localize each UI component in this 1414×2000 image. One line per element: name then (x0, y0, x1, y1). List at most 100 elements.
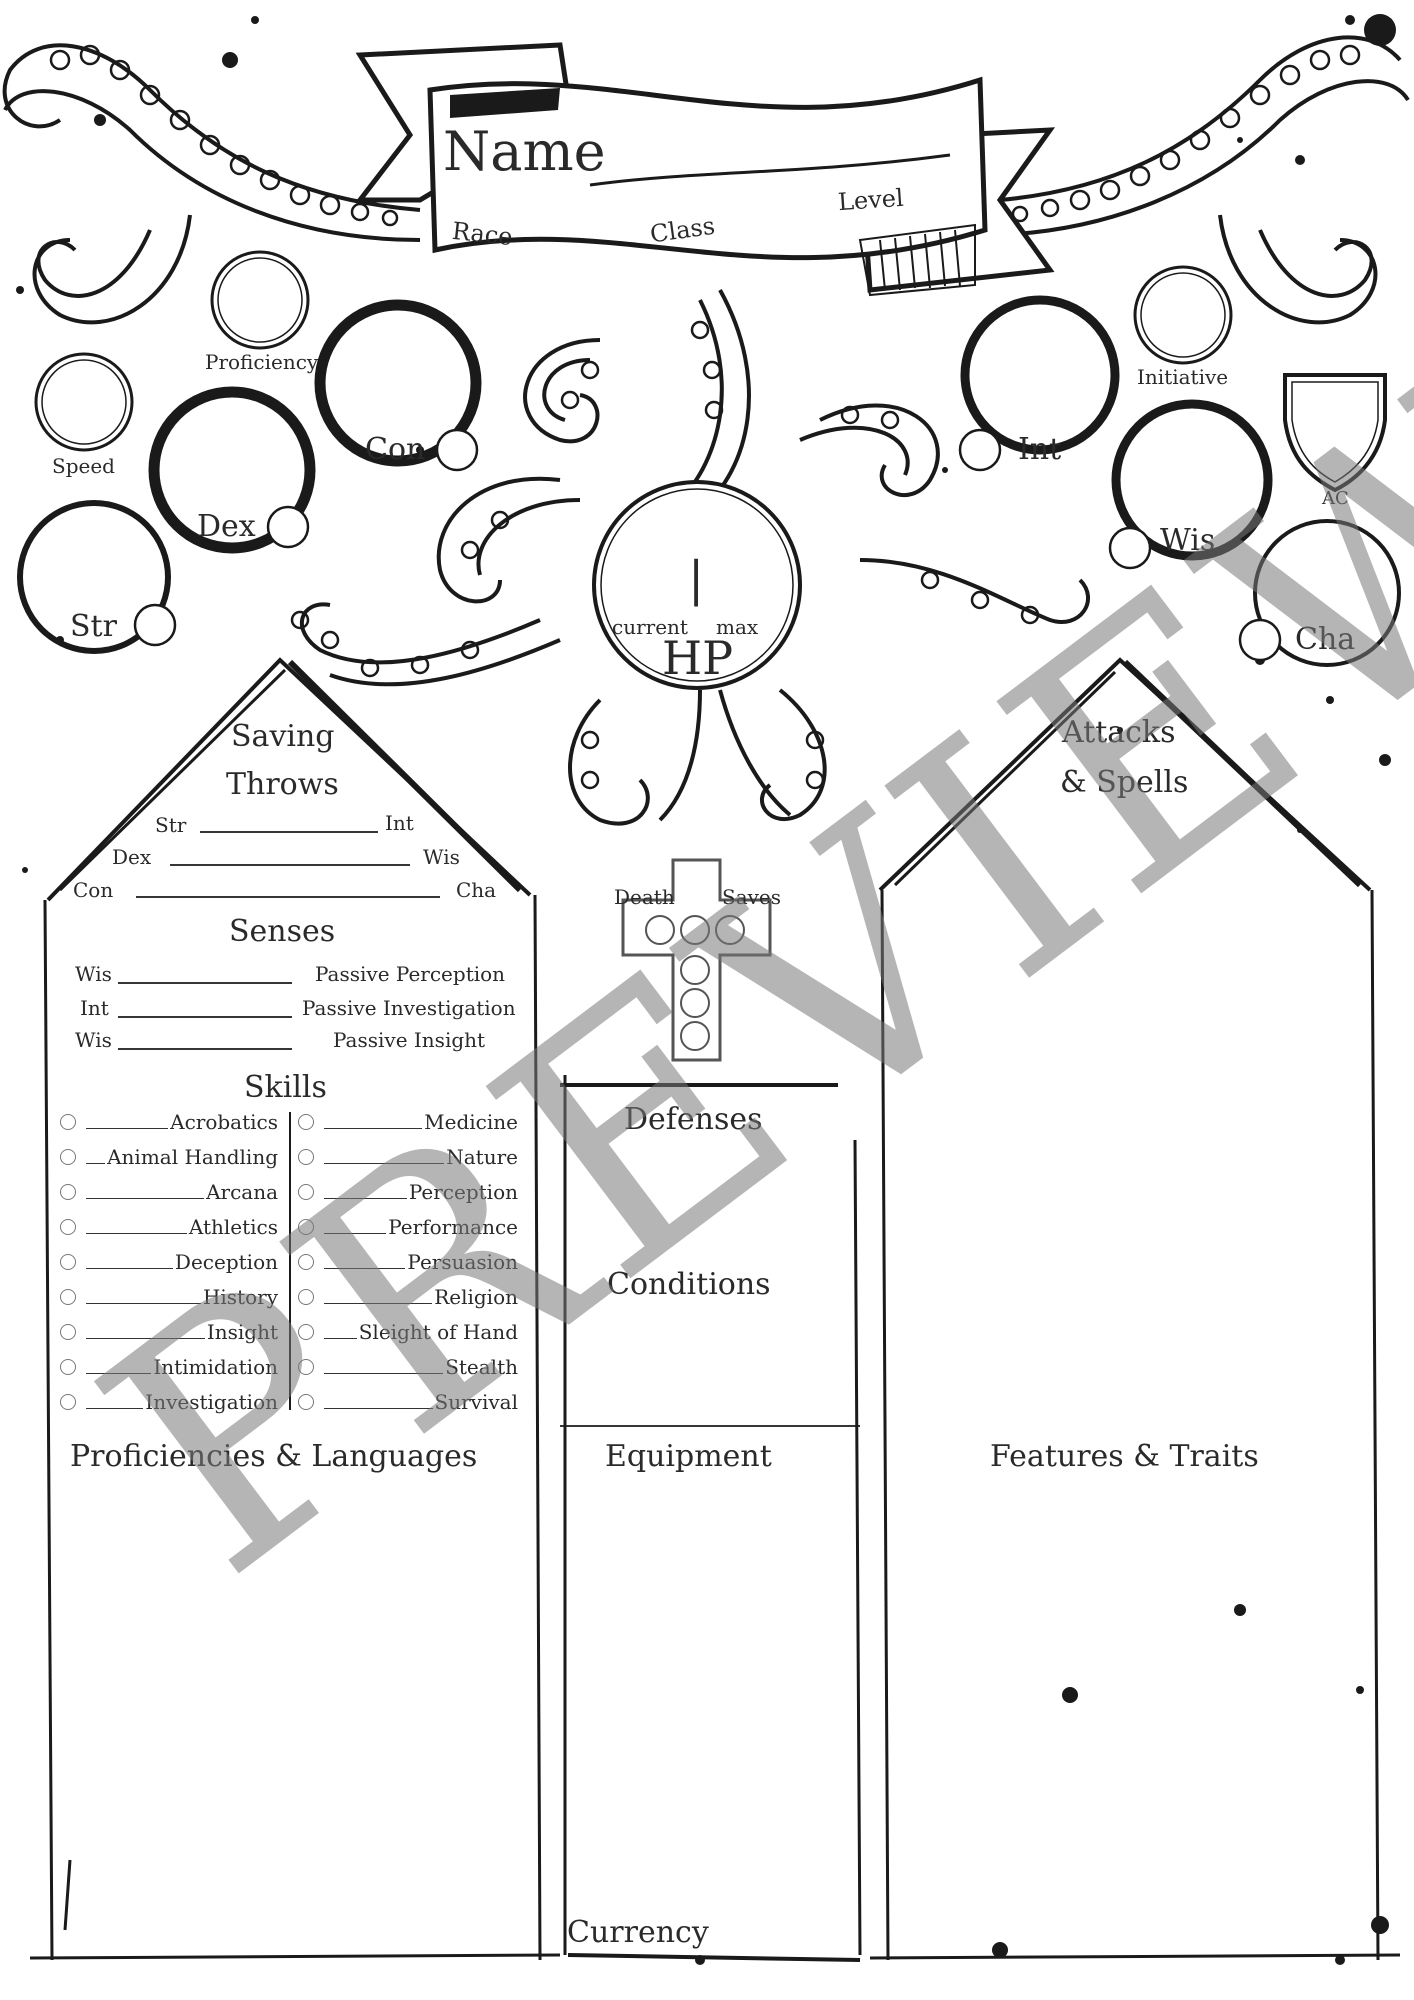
skill-row[interactable]: Sleight of Hand (298, 1322, 518, 1342)
skill-row[interactable]: Acrobatics (60, 1112, 278, 1132)
proficiency-checkbox[interactable] (298, 1289, 314, 1305)
proficiencies-languages-title: Proficiencies & Languages (70, 1439, 478, 1474)
skill-row[interactable]: Performance (298, 1217, 518, 1237)
sense-ability: Int (80, 996, 109, 1020)
skill-modifier-line (324, 1301, 433, 1304)
equipment-title: Equipment (605, 1439, 772, 1474)
proficiency-checkbox[interactable] (60, 1289, 76, 1305)
proficiency-checkbox[interactable] (60, 1254, 76, 1270)
proficiencies-field[interactable] (60, 1480, 525, 1940)
sense-ability: Wis (75, 1028, 112, 1052)
skill-row[interactable]: Medicine (298, 1112, 518, 1132)
skill-modifier-line (86, 1336, 205, 1339)
conditions-field[interactable] (575, 1305, 850, 1415)
skill-label: Investigation (145, 1390, 278, 1414)
skill-row[interactable]: Perception (298, 1182, 518, 1202)
skill-modifier-line (324, 1126, 423, 1129)
underline-rules (118, 831, 860, 1427)
proficiency-checkbox[interactable] (298, 1219, 314, 1235)
skill-row[interactable]: Athletics (60, 1217, 278, 1237)
save-str-label: Str (155, 813, 187, 837)
skill-row[interactable]: Intimidation (60, 1357, 278, 1377)
hp-label: HP (662, 631, 734, 685)
int-label: Int (1018, 432, 1062, 467)
skill-modifier-line (86, 1196, 205, 1199)
str-label: Str (70, 609, 117, 644)
proficiency-checkbox[interactable] (60, 1219, 76, 1235)
level-label: Level (837, 183, 905, 217)
attacks-spells-title-2: & Spells (1060, 765, 1189, 800)
death-saves-cross (621, 858, 772, 1062)
defenses-field[interactable] (575, 1140, 850, 1260)
ac-label: AC (1322, 488, 1349, 509)
skill-modifier-line (86, 1231, 187, 1234)
death-saves-label-right: Saves (722, 885, 782, 909)
proficiency-checkbox[interactable] (298, 1114, 314, 1130)
skill-label: Arcana (206, 1180, 278, 1204)
saving-throws-title-2: Throws (226, 767, 339, 802)
wis-label: Wis (1160, 523, 1216, 558)
save-con-label: Con (73, 878, 114, 902)
attacks-spells-field[interactable] (895, 820, 1365, 1420)
skill-row[interactable]: Arcana (60, 1182, 278, 1202)
equipment-field[interactable] (575, 1480, 850, 1900)
proficiency-checkbox[interactable] (298, 1184, 314, 1200)
skill-row[interactable]: Persuasion (298, 1252, 518, 1272)
features-traits-field[interactable] (895, 1480, 1365, 1940)
skill-label: Nature (446, 1145, 518, 1169)
hp-current-label: current (612, 615, 688, 639)
hp-current-field[interactable] (615, 545, 685, 605)
proficiency-checkbox[interactable] (298, 1359, 314, 1375)
skill-row[interactable]: Religion (298, 1287, 518, 1307)
proficiency-checkbox[interactable] (60, 1114, 76, 1130)
save-wis-label: Wis (423, 845, 460, 869)
skill-modifier-line (324, 1196, 407, 1199)
proficiency-checkbox[interactable] (60, 1184, 76, 1200)
defenses-title: Defenses (624, 1102, 763, 1137)
proficiency-checkbox[interactable] (298, 1394, 314, 1410)
currency-title: Currency (567, 1915, 709, 1950)
skill-label: Perception (408, 1180, 518, 1204)
proficiency-checkbox[interactable] (298, 1149, 314, 1165)
name-banner (354, 42, 1056, 297)
skill-row[interactable]: Animal Handling (60, 1147, 278, 1167)
save-dex-label: Dex (112, 845, 152, 869)
hp-max-label: max (716, 615, 759, 639)
skill-row[interactable]: Insight (60, 1322, 278, 1342)
skill-label: Animal Handling (107, 1145, 278, 1169)
proficiency-label: Proficiency (205, 350, 319, 374)
skill-label: History (202, 1285, 278, 1309)
hp-max-field[interactable] (710, 545, 780, 605)
proficiency-checkbox[interactable] (298, 1254, 314, 1270)
skill-row[interactable]: Stealth (298, 1357, 518, 1377)
skill-row[interactable]: Deception (60, 1252, 278, 1272)
skill-label: Religion (434, 1285, 518, 1309)
octopus-decoration (290, 289, 1091, 826)
skill-label: Deception (174, 1250, 278, 1274)
attacks-spells-title: Attacks (1062, 715, 1176, 750)
hp-circle (592, 480, 802, 690)
skill-row[interactable]: History (60, 1287, 278, 1307)
save-int-label: Int (385, 811, 414, 835)
skill-label: Stealth (445, 1355, 518, 1379)
skill-label: Survival (434, 1390, 518, 1414)
skill-modifier-line (324, 1371, 444, 1374)
skill-label: Performance (388, 1215, 518, 1239)
skill-modifier-line (324, 1231, 387, 1234)
skill-row[interactable]: Survival (298, 1392, 518, 1412)
skill-modifier-line (324, 1406, 433, 1409)
features-traits-title: Features & Traits (990, 1439, 1259, 1474)
name-field[interactable] (590, 120, 970, 180)
skill-row[interactable]: Nature (298, 1147, 518, 1167)
proficiency-checkbox[interactable] (60, 1324, 76, 1340)
sense-label: Passive Insight (333, 1028, 486, 1052)
race-label: Race (450, 216, 514, 252)
skills-title: Skills (244, 1070, 327, 1105)
proficiency-checkbox[interactable] (60, 1394, 76, 1410)
proficiency-checkbox[interactable] (60, 1149, 76, 1165)
skill-modifier-line (86, 1126, 169, 1129)
hp-divider: | (688, 551, 705, 607)
proficiency-checkbox[interactable] (298, 1324, 314, 1340)
proficiency-checkbox[interactable] (60, 1359, 76, 1375)
skill-row[interactable]: Investigation (60, 1392, 278, 1412)
